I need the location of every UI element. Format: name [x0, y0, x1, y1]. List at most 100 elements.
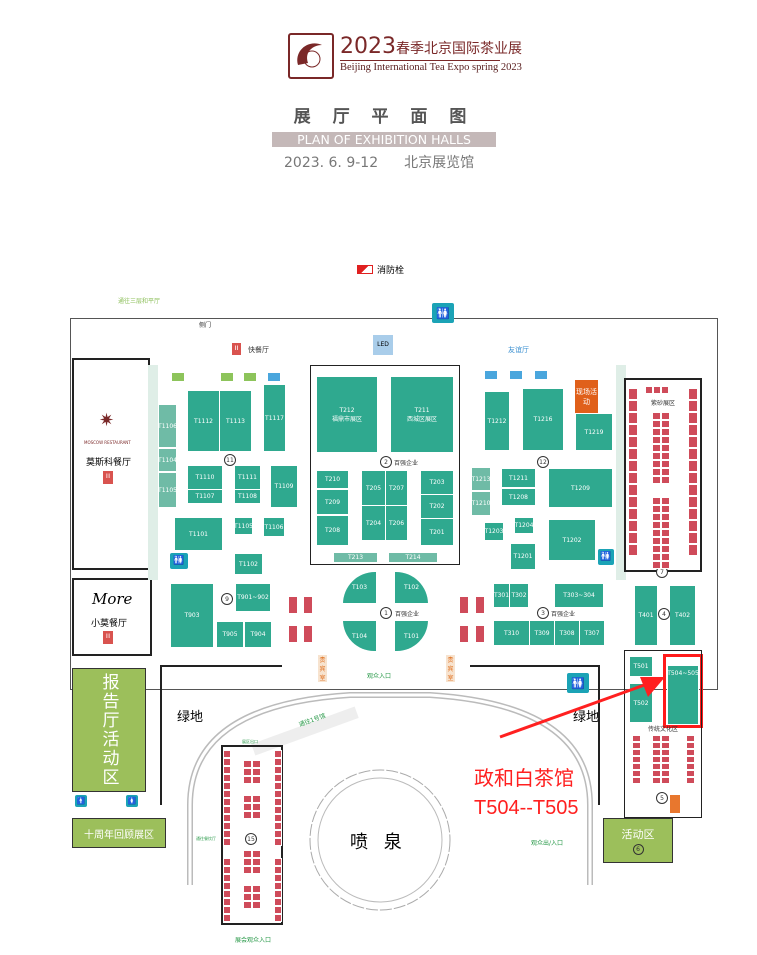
red-booth-cell[interactable] [632, 749, 641, 756]
booth-T1201[interactable]: T1201 [510, 543, 536, 570]
red-booth-cell[interactable] [632, 770, 641, 777]
booth-T310[interactable]: T310 [493, 620, 530, 646]
red-booth-cell[interactable] [661, 497, 670, 505]
red-booth-cell[interactable] [252, 760, 261, 768]
booth-T209[interactable]: T209 [316, 489, 349, 515]
red-booth-cell[interactable] [223, 858, 231, 866]
booth-T1204[interactable]: T1204 [514, 517, 534, 534]
booth-T1216[interactable]: T1216 [522, 388, 564, 451]
red-booth-cell[interactable] [661, 452, 670, 460]
booth-T1107[interactable]: T1107 [187, 489, 223, 504]
booth-T208[interactable]: T208 [316, 515, 349, 546]
red-booth-cell[interactable] [223, 782, 231, 790]
booth-T303-304[interactable]: T303~304 [554, 583, 604, 608]
red-booth-cell[interactable] [652, 444, 661, 452]
red-booth-cell[interactable] [252, 885, 261, 893]
red-booth-cell[interactable] [243, 893, 252, 901]
red-booth-cell[interactable] [628, 544, 638, 556]
red-booth-cell[interactable] [274, 830, 282, 838]
red-booth-cell[interactable] [628, 448, 638, 460]
red-booth-cell[interactable] [652, 777, 661, 784]
red-booth-cell[interactable] [223, 830, 231, 838]
red-booth-cell[interactable] [661, 468, 670, 476]
red-booth-cell[interactable] [252, 866, 261, 874]
red-booth-cell[interactable] [274, 874, 282, 882]
red-booth-cell[interactable] [652, 436, 661, 444]
red-booth-cell[interactable] [688, 424, 698, 436]
red-booth-cell[interactable] [661, 513, 670, 521]
red-booth-cell[interactable] [628, 496, 638, 508]
booth-T1202[interactable]: T1202 [548, 519, 596, 561]
live-event-zone[interactable]: 现场活动 [575, 380, 598, 413]
booth-T302[interactable]: T302 [509, 583, 529, 608]
red-booth-cell[interactable] [274, 890, 282, 898]
red-booth-cell[interactable] [223, 766, 231, 774]
red-booth-cell[interactable] [243, 866, 252, 874]
red-booth-cell[interactable] [688, 388, 698, 400]
red-booth-cell[interactable] [628, 424, 638, 436]
booth-T1210[interactable]: T1210 [471, 491, 491, 516]
red-booth-cell[interactable] [223, 806, 231, 814]
red-booth-cell[interactable] [652, 513, 661, 521]
red-booth-cell[interactable] [688, 484, 698, 496]
red-booth-cell[interactable] [688, 508, 698, 520]
red-booth-cell[interactable] [243, 811, 252, 819]
red-booth-cell[interactable] [223, 890, 231, 898]
red-booth-cell[interactable] [652, 497, 661, 505]
red-booth-cell[interactable] [223, 838, 231, 846]
booth-T501[interactable]: T501 [629, 656, 653, 677]
red-booth-cell[interactable] [274, 822, 282, 830]
red-booth-cell[interactable] [223, 790, 231, 798]
red-booth-cell[interactable] [688, 496, 698, 508]
red-booth-cell[interactable] [652, 742, 661, 749]
red-booth-cell[interactable] [652, 521, 661, 529]
red-booth-cell[interactable] [243, 760, 252, 768]
red-booth-cell[interactable] [243, 795, 252, 803]
booth-T1106a[interactable]: T1106 [158, 404, 177, 448]
activity-zone[interactable]: 活动区 6 [603, 818, 673, 863]
red-booth-cell[interactable] [661, 735, 670, 742]
red-booth-cell[interactable] [688, 460, 698, 472]
red-booth-cell[interactable] [243, 858, 252, 866]
hall15-entrance-label[interactable]: 展会观众入口 [235, 937, 272, 944]
red-booth-cell[interactable] [223, 750, 231, 758]
red-booth-cell[interactable] [661, 545, 670, 553]
booth-T204[interactable]: T204 [361, 505, 386, 541]
red-booth-cell[interactable] [661, 537, 670, 545]
red-booth-cell[interactable] [628, 472, 638, 484]
red-booth-cell[interactable] [661, 763, 670, 770]
red-booth-cell[interactable] [274, 814, 282, 822]
red-booth-cell[interactable] [223, 822, 231, 830]
red-booth-cell[interactable] [252, 858, 261, 866]
booth-T214[interactable]: T214 [388, 552, 438, 563]
red-booth-cell[interactable] [652, 770, 661, 777]
booth-T1106[interactable]: T1106 [263, 517, 285, 537]
main-entrance-label[interactable]: 观众入口 [367, 673, 392, 680]
booth-T201[interactable]: T201 [420, 518, 454, 546]
red-booth-cell[interactable] [274, 866, 282, 874]
red-booth-cell[interactable] [252, 901, 261, 909]
red-booth-cell[interactable] [652, 468, 661, 476]
decade-review-zone[interactable]: 十周年回顾展区 [72, 818, 166, 848]
red-booth-cell[interactable] [652, 529, 661, 537]
red-booth-cell[interactable] [274, 806, 282, 814]
booth-T213[interactable]: T213 [333, 552, 378, 563]
red-booth-cell[interactable] [661, 521, 670, 529]
red-booth[interactable] [304, 626, 312, 642]
red-booth-cell[interactable] [223, 898, 231, 906]
red-booth-cell[interactable] [274, 838, 282, 846]
booth-T1219[interactable]: T1219 [575, 413, 613, 451]
red-booth-cell[interactable] [661, 561, 670, 569]
red-booth-cell[interactable] [686, 742, 695, 749]
red-booth-cell[interactable] [252, 803, 261, 811]
booth-T202[interactable]: T202 [420, 494, 454, 519]
booth-T1102[interactable]: T1102 [234, 553, 263, 575]
red-booth[interactable] [289, 626, 297, 642]
red-booth-cell[interactable] [686, 763, 695, 770]
booth-T504-505[interactable]: T504~505 [667, 665, 699, 725]
booth-T205[interactable]: T205 [361, 470, 386, 506]
red-booth-cell[interactable] [686, 770, 695, 777]
red-booth-cell[interactable] [652, 537, 661, 545]
booth-T901-902[interactable]: T901~902 [235, 583, 271, 612]
